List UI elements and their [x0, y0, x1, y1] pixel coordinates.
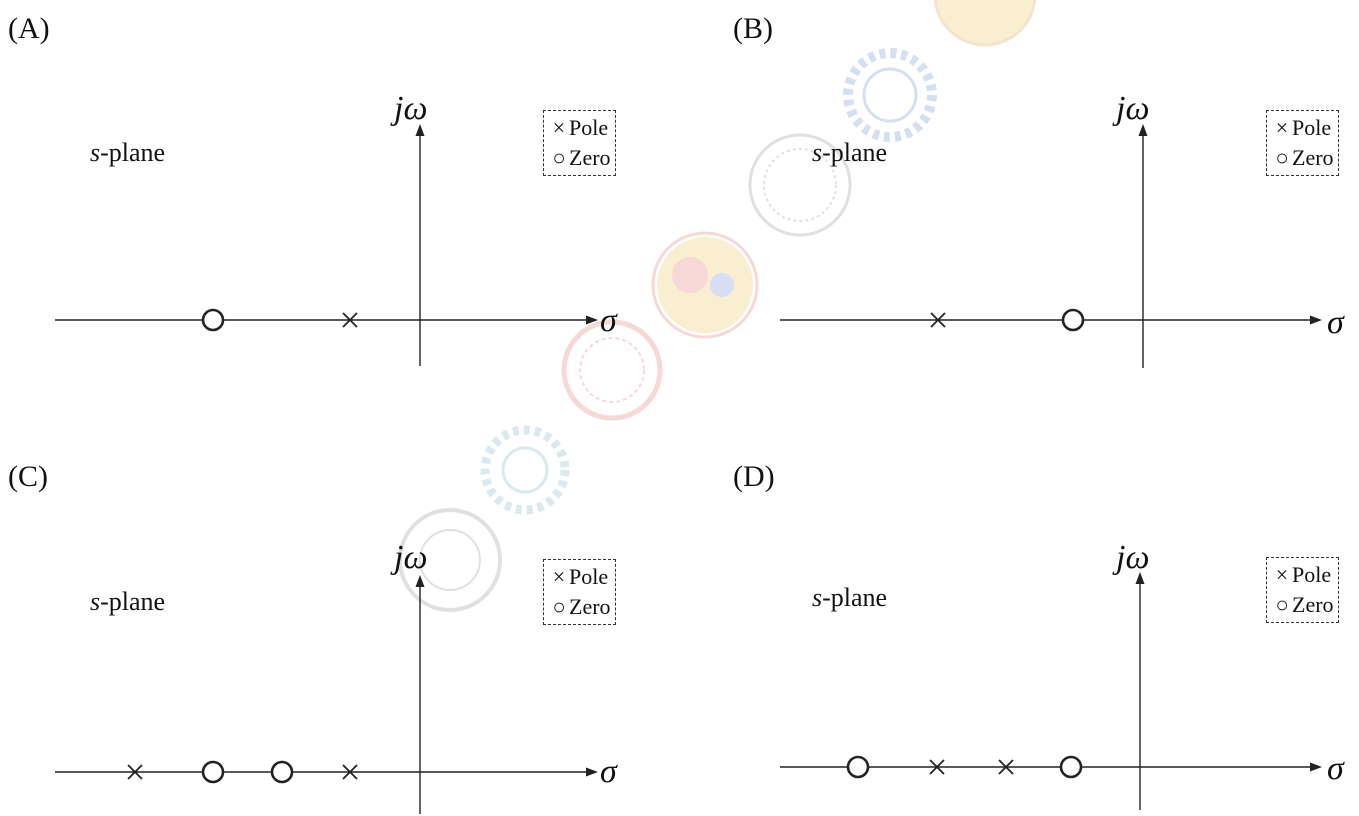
panel-label-d: (D): [733, 460, 775, 493]
legend-pole-row: ×Pole: [1272, 560, 1334, 590]
legend-d: ×Pole ○Zero: [1266, 557, 1339, 623]
sigma-axis-arrow-b: [1310, 315, 1322, 325]
pole-cross-icon: ×: [552, 115, 566, 140]
legend-pole-row: ×Pole: [549, 562, 611, 592]
jw-axis-label-c: jω: [394, 539, 428, 576]
jw-axis-arrow-c: [415, 575, 425, 587]
sigma-axis-label-a: σ: [600, 302, 617, 339]
zero-marker-a-1: [201, 308, 225, 332]
pole-marker-a-2: [342, 312, 358, 328]
jw-axis-label-d: jω: [1116, 539, 1150, 576]
legend-zero-row: ○Zero: [549, 143, 610, 173]
sigma-axis-arrow-c: [586, 767, 598, 777]
watermark-seal-ring: [748, 133, 852, 237]
pole-marker-c-1: [127, 764, 143, 780]
jw-axis-arrow-b: [1138, 124, 1148, 136]
jw-axis-arrow-d: [1135, 572, 1145, 584]
zero-marker-c-2: [201, 760, 225, 784]
zero-marker-d-4: [1059, 755, 1083, 779]
pole-cross-icon: ×: [1275, 562, 1289, 587]
sigma-axis-label-c: σ: [600, 753, 617, 790]
s-plane-label-a: s-plane: [90, 138, 166, 167]
sigma-axis-arrow-d: [1310, 762, 1322, 772]
jw-axis-label-b: jω: [1116, 90, 1150, 127]
zero-circle-icon: ○: [552, 145, 566, 170]
sigma-axis-label-b: σ: [1327, 304, 1344, 341]
legend-b: ×Pole ○Zero: [1266, 110, 1339, 176]
panel-label-c: (C): [8, 460, 48, 493]
legend-pole-row: ×Pole: [1272, 113, 1334, 143]
zero-circle-icon: ○: [552, 594, 566, 619]
panel-label-b: (B): [733, 12, 773, 45]
s-plane-label-d: s-plane: [812, 583, 888, 612]
zero-marker-b-2: [1061, 308, 1085, 332]
s-plane-label-c: s-plane: [90, 587, 166, 616]
watermark-seal-yinyang: [651, 231, 759, 339]
pole-marker-c-4: [342, 764, 358, 780]
watermark-seal-gear: [843, 48, 937, 142]
pole-marker-d-3: [998, 759, 1014, 775]
watermark-seal-teal-gear: [480, 425, 570, 515]
sigma-axis-arrow-a: [586, 315, 598, 325]
watermark-seal-top: [933, 0, 1037, 47]
s-plane-label-b: s-plane: [812, 138, 888, 167]
zero-marker-d-1: [846, 755, 870, 779]
jw-axis-arrow-a: [415, 124, 425, 136]
legend-zero-row: ○Zero: [549, 592, 610, 622]
sigma-axis-label-d: σ: [1327, 750, 1344, 787]
watermark-seal-gray: [398, 508, 502, 612]
legend-c: ×Pole ○Zero: [543, 559, 616, 625]
legend-zero-row: ○Zero: [1272, 143, 1333, 173]
pole-cross-icon: ×: [552, 564, 566, 589]
zero-circle-icon: ○: [1275, 592, 1289, 617]
zero-circle-icon: ○: [1275, 145, 1289, 170]
zero-marker-c-3: [270, 760, 294, 784]
legend-zero-row: ○Zero: [1272, 590, 1333, 620]
legend-pole-row: ×Pole: [549, 113, 611, 143]
jw-axis-label-a: jω: [394, 90, 428, 127]
pole-cross-icon: ×: [1275, 115, 1289, 140]
legend-a: ×Pole ○Zero: [543, 110, 616, 176]
panel-label-a: (A): [8, 12, 50, 45]
pole-marker-b-1: [930, 312, 946, 328]
pole-marker-d-2: [929, 759, 945, 775]
watermark-seal-red: [561, 319, 663, 421]
